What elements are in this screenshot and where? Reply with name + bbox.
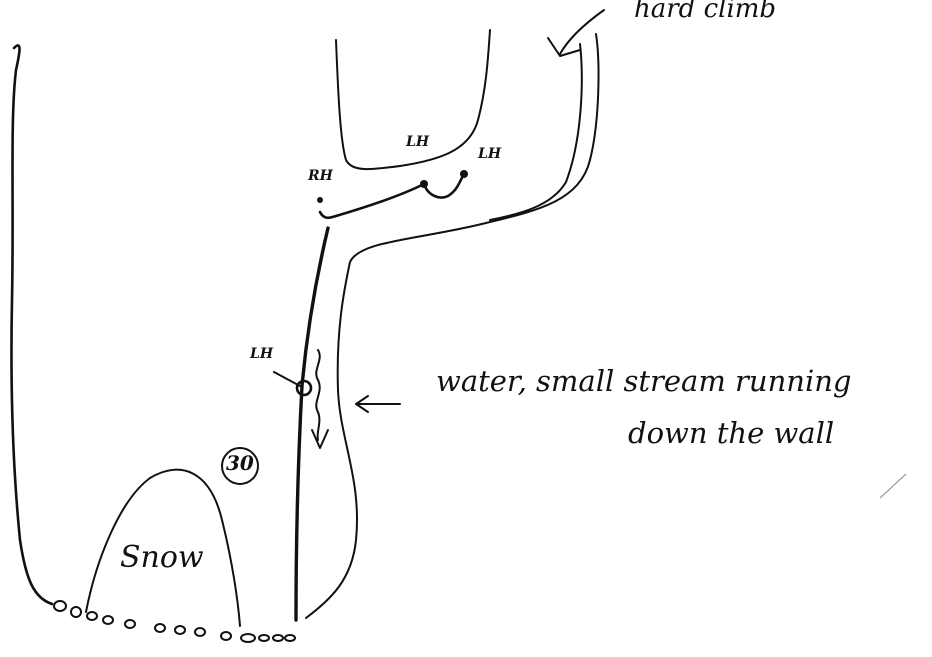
scree-pebbles — [54, 601, 295, 642]
hold-label-lh-1: LH — [406, 134, 429, 150]
water-arrowhead — [312, 430, 328, 448]
route-line — [296, 228, 328, 620]
traverse-line — [320, 174, 464, 218]
right-groove-outline — [306, 34, 598, 618]
hold-lh-left — [420, 180, 428, 188]
snow-label: Snow — [120, 540, 204, 575]
water-note-line-2: down the wall — [628, 416, 834, 450]
lh-pointer — [274, 372, 300, 386]
left-wall-edge — [11, 45, 52, 604]
hard-climb-arrow — [548, 10, 604, 56]
water-squiggle — [316, 350, 319, 440]
water-hold — [297, 381, 311, 395]
route-number: 30 — [226, 451, 254, 475]
hold-label-lh-3: LH — [250, 346, 273, 362]
hard-climb-note: hard climb — [634, 0, 776, 24]
water-arrow — [356, 396, 400, 412]
hold-rh — [317, 197, 323, 203]
hold-label-rh: RH — [308, 168, 333, 184]
water-note-line-1: water, small stream running — [436, 364, 851, 398]
hold-lh-right — [460, 170, 468, 178]
hold-label-lh-2: LH — [478, 146, 501, 162]
faint-mark — [880, 474, 906, 498]
